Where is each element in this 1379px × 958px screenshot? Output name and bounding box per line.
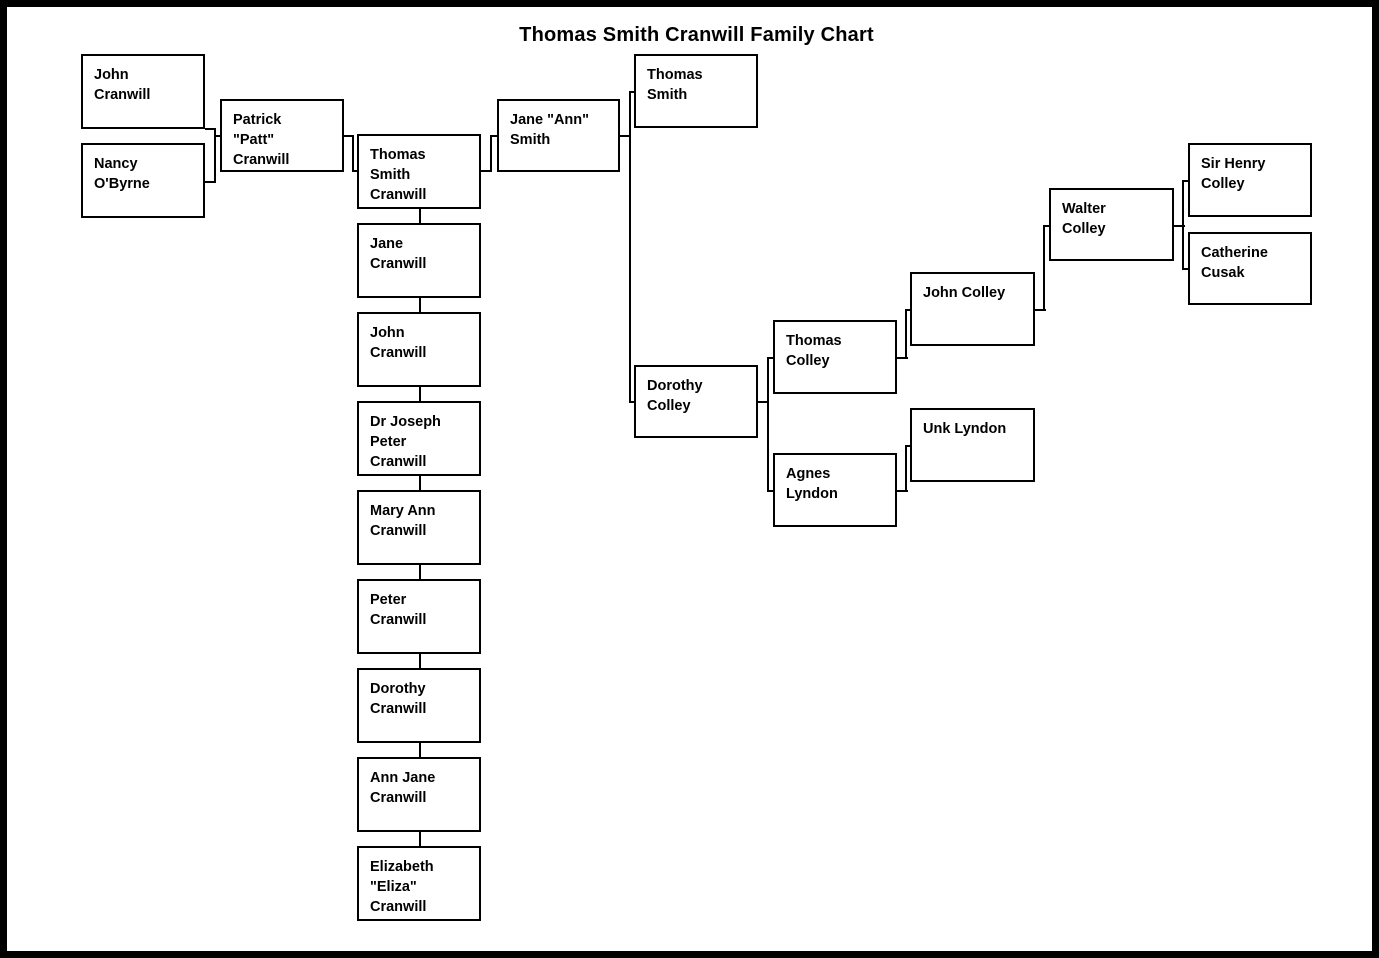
page-title: Thomas Smith Cranwill Family Chart — [519, 24, 874, 46]
node-nancy-obyrne[interactable]: Nancy O'Byrne — [81, 143, 205, 218]
link-dorothy-colley-stub — [629, 401, 636, 403]
link-cranwill-parents-bracket — [214, 128, 216, 183]
node-john-cranwill[interactable]: John Cranwill — [81, 54, 205, 129]
link-children-1 — [419, 207, 421, 225]
link-children-4 — [419, 474, 421, 492]
link-agnes-child-stub — [897, 490, 908, 492]
link-tsc-spouse-stub — [481, 170, 492, 172]
link-john-colley-parent-bracket — [1043, 225, 1045, 311]
link-patrick-to-tsc-bracket — [352, 135, 354, 172]
node-mary-ann-cranwill[interactable]: Mary Ann Cranwill — [357, 490, 481, 565]
link-nancy-obyrne-stub — [205, 181, 216, 183]
link-walter-colley-stub — [1043, 225, 1051, 227]
node-agnes-lyndon[interactable]: Agnes Lyndon — [773, 453, 897, 527]
node-peter-cranwill[interactable]: Peter Cranwill — [357, 579, 481, 654]
link-agnes-lyndon-stub — [767, 490, 775, 492]
link-children-6 — [419, 652, 421, 670]
link-john-colley-stub — [905, 309, 912, 311]
node-thomas-colley[interactable]: Thomas Colley — [773, 320, 897, 394]
link-walter-children-bracket — [1182, 180, 1184, 270]
node-dr-joseph-peter-cranwill[interactable]: Dr Joseph Peter Cranwill — [357, 401, 481, 476]
node-jane-cranwill[interactable]: Jane Cranwill — [357, 223, 481, 298]
link-john-colley-parent-stub — [1035, 309, 1046, 311]
link-dorothy-parents-stub — [758, 401, 769, 403]
link-unk-lyndon-stub — [905, 445, 912, 447]
link-agnes-bracket — [905, 445, 907, 492]
link-tsc-spouse-bracket — [490, 135, 492, 172]
node-john-colley[interactable]: John Colley — [910, 272, 1035, 346]
node-jane-ann-smith[interactable]: Jane "Ann" Smith — [497, 99, 620, 172]
link-children-8 — [419, 830, 421, 848]
link-children-3 — [419, 385, 421, 403]
node-dorothy-cranwill[interactable]: Dorothy Cranwill — [357, 668, 481, 743]
node-sir-henry-colley[interactable]: Sir Henry Colley — [1188, 143, 1312, 217]
link-tsc-parent-stub — [352, 170, 359, 172]
node-john-cranwill-child[interactable]: John Cranwill — [357, 312, 481, 387]
link-patrick-parents-stub — [214, 135, 222, 137]
link-thomas-colley-child-stub — [897, 357, 908, 359]
node-unk-lyndon[interactable]: Unk Lyndon — [910, 408, 1035, 482]
link-jane-ann-smith-stub — [490, 135, 499, 137]
link-jas-parents-bracket — [629, 91, 631, 403]
link-thomas-colley-stub — [767, 357, 775, 359]
node-thomas-smith-cranwill[interactable]: Thomas Smith Cranwill — [357, 134, 481, 209]
link-sir-henry-colley-stub — [1182, 180, 1190, 182]
link-john-cranwill-stub — [205, 128, 216, 130]
link-thomas-colley-bracket — [905, 309, 907, 359]
link-children-5 — [419, 563, 421, 581]
node-elizabeth-eliza-cranwill[interactable]: Elizabeth "Eliza" Cranwill — [357, 846, 481, 921]
link-walter-children-stub — [1174, 225, 1185, 227]
node-patrick-patt-cranwill[interactable]: Patrick "Patt" Cranwill — [220, 99, 344, 172]
link-catherine-cusak-stub — [1182, 268, 1190, 270]
link-patrick-child-stub — [344, 135, 354, 137]
link-dorothy-parents-bracket — [767, 357, 769, 490]
node-walter-colley[interactable]: Walter Colley — [1049, 188, 1174, 261]
node-dorothy-colley[interactable]: Dorothy Colley — [634, 365, 758, 438]
link-children-7 — [419, 741, 421, 759]
link-thomas-smith-stub — [629, 91, 636, 93]
node-catherine-cusak[interactable]: Catherine Cusak — [1188, 232, 1312, 305]
link-children-2 — [419, 296, 421, 314]
link-jas-parents-stub — [620, 135, 631, 137]
node-thomas-smith[interactable]: Thomas Smith — [634, 54, 758, 128]
node-ann-jane-cranwill[interactable]: Ann Jane Cranwill — [357, 757, 481, 832]
